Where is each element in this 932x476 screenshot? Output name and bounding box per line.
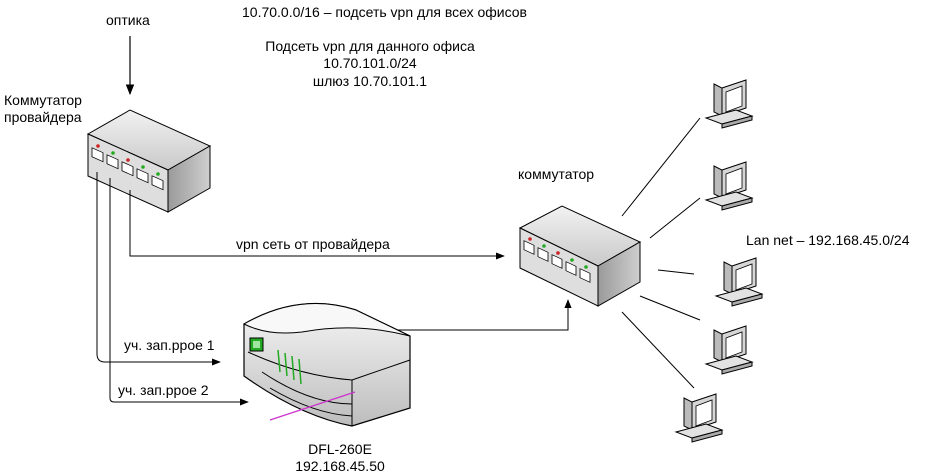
computer-icon: [704, 161, 754, 211]
ppoe1-label: уч. зап.ppoe 1: [124, 337, 215, 353]
lan-switch-label: коммутатор: [518, 166, 595, 182]
provider-switch-label-line1: Коммутатор: [4, 92, 82, 108]
router-model-label: DFL-260E: [308, 441, 372, 457]
office-subnet-title: Подсеть vpn для данного офиса: [265, 38, 475, 54]
ppoe2-label: уч. зап.ppoe 2: [118, 382, 209, 398]
vpn-link-label: vpn сеть от провайдера: [236, 236, 390, 252]
router-ip-label: 192.168.45.50: [295, 458, 385, 474]
connections: [96, 117, 701, 406]
router-icon: [242, 302, 411, 427]
computer-icon: [704, 325, 754, 375]
office-subnet-value: 10.70.101.0/24: [323, 55, 417, 71]
vpn-link-arrow-icon: [129, 190, 505, 260]
ppoe1-arrow-icon: [96, 172, 221, 366]
global-subnet-label: 10.70.0.0/16 – подсеть vpn для всех офис…: [242, 4, 527, 20]
optics-label: оптика: [106, 12, 150, 28]
computer-icon: [674, 393, 724, 443]
provider-switch-icon: [86, 109, 212, 213]
computer-icon: [714, 257, 764, 307]
ppoe2-arrow-icon: [109, 178, 249, 406]
lan-switch-icon: [518, 205, 642, 307]
computer-icon: [704, 79, 754, 129]
gateway-label: шлюз 10.70.101.1: [312, 73, 428, 89]
provider-switch-label-line2: провайдера: [4, 109, 82, 125]
lan-net-label: Lan net – 192.168.45.0/24: [746, 232, 910, 248]
router-to-switch-arrow-icon: [397, 299, 572, 331]
